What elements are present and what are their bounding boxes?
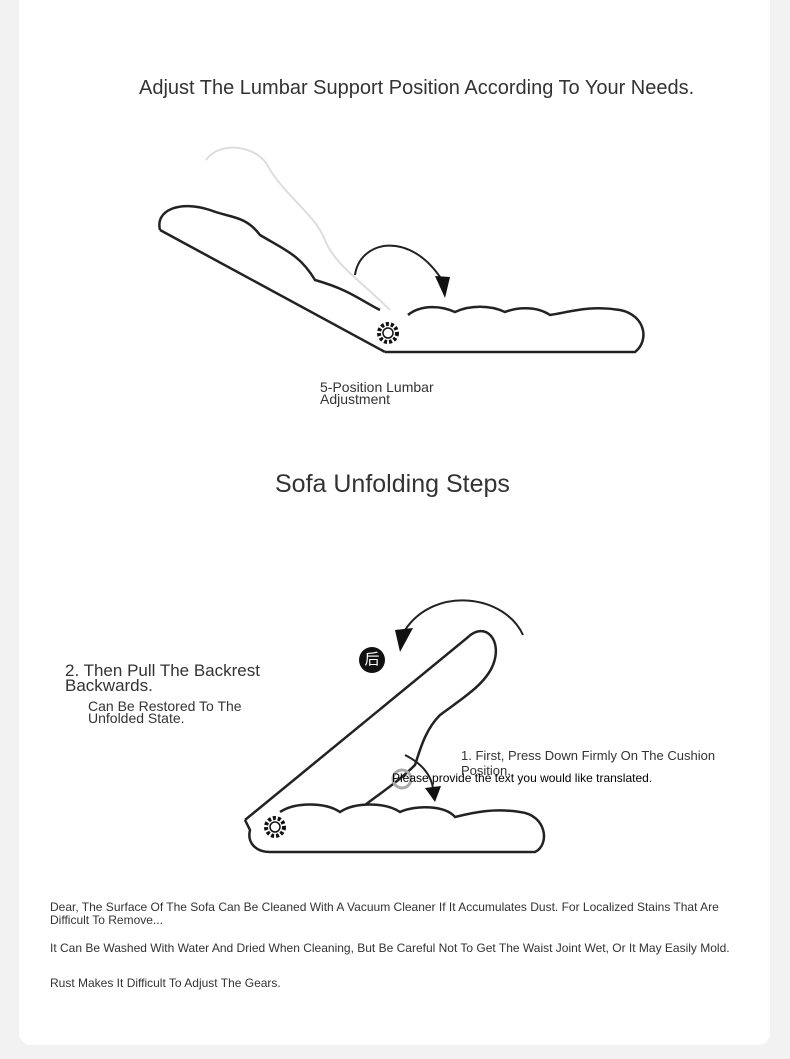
care-note-1: Dear, The Surface Of The Sofa Can Be Cle…	[50, 900, 719, 927]
back-marker-icon: 后	[359, 647, 385, 673]
care-note-3: Rust Makes It Difficult To Adjust The Ge…	[50, 976, 281, 990]
step2-subtitle: Can Be Restored To The Unfolded State.	[88, 698, 242, 726]
lumbar-section-title: Adjust The Lumbar Support Position Accor…	[139, 77, 695, 99]
overlay-note: Please provide the text you would like t…	[392, 771, 653, 785]
sofa-unfolding-illustration	[243, 599, 546, 854]
gear-icon	[264, 816, 286, 838]
care-note-2: It Can Be Washed With Water And Dried Wh…	[50, 941, 730, 955]
step1-title: 1. First, Press Down Firmly On The Cushi…	[461, 748, 716, 778]
lumbar-caption: 5-Position Lumbar Adjustment	[320, 379, 434, 407]
lumbar-adjustment-illustration	[158, 146, 645, 354]
curved-arrow-icon	[435, 276, 450, 298]
gear-icon	[377, 322, 399, 344]
sofa-unfolding-title: Sofa Unfolding Steps	[275, 470, 510, 498]
step2-title: 2. Then Pull The Backrest Backwards.	[65, 661, 260, 695]
product-detail-card	[19, 0, 770, 1045]
